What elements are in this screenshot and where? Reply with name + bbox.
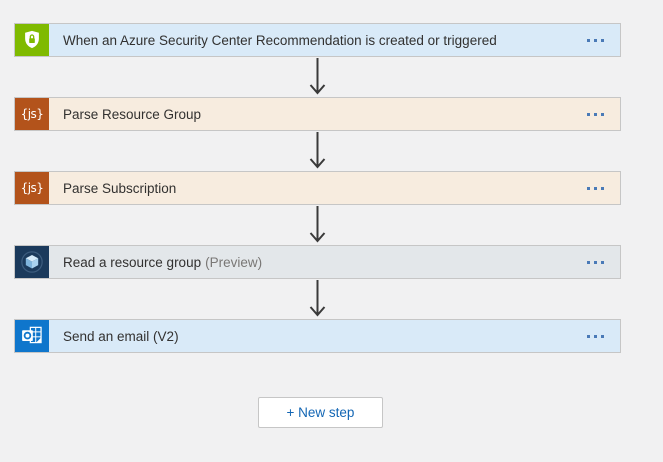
ellipsis-icon xyxy=(587,38,604,42)
ellipsis-icon xyxy=(587,334,604,338)
flow-arrow-down-icon xyxy=(309,206,326,243)
step-menu-button[interactable] xyxy=(583,181,608,196)
flow-arrow-down-icon xyxy=(309,58,326,95)
flow-arrow-down-icon xyxy=(309,280,326,317)
step-card-parse-subscription[interactable]: {js} Parse Subscription xyxy=(14,171,621,205)
azure-resource-manager-cube-icon xyxy=(15,246,49,278)
step-card-trigger[interactable]: When an Azure Security Center Recommenda… xyxy=(14,23,621,57)
step-card-parse-resource-group[interactable]: {js} Parse Resource Group xyxy=(14,97,621,131)
step-title: When an Azure Security Center Recommenda… xyxy=(63,32,497,48)
ellipsis-icon xyxy=(587,186,604,190)
flow-arrow-down-icon xyxy=(309,132,326,169)
step-title: Parse Subscription xyxy=(63,180,177,196)
step-title: Send an email (V2) xyxy=(63,328,179,344)
preview-badge: (Preview) xyxy=(205,254,263,270)
step-title: Read a resource group(Preview) xyxy=(63,254,263,270)
step-menu-button[interactable] xyxy=(583,329,608,344)
step-card-send-email[interactable]: Send an email (V2) xyxy=(14,319,621,353)
step-menu-button[interactable] xyxy=(583,33,608,48)
step-menu-button[interactable] xyxy=(583,255,608,270)
outlook-icon xyxy=(15,320,49,352)
step-card-read-resource-group[interactable]: Read a resource group(Preview) xyxy=(14,245,621,279)
step-title: Parse Resource Group xyxy=(63,106,202,122)
ellipsis-icon xyxy=(587,112,604,116)
new-step-button[interactable]: + New step xyxy=(258,397,383,428)
step-menu-button[interactable] xyxy=(583,107,608,122)
parse-json-icon: {js} xyxy=(15,98,49,130)
security-center-shield-lock-icon xyxy=(15,24,49,56)
parse-json-icon: {js} xyxy=(15,172,49,204)
ellipsis-icon xyxy=(587,260,604,264)
